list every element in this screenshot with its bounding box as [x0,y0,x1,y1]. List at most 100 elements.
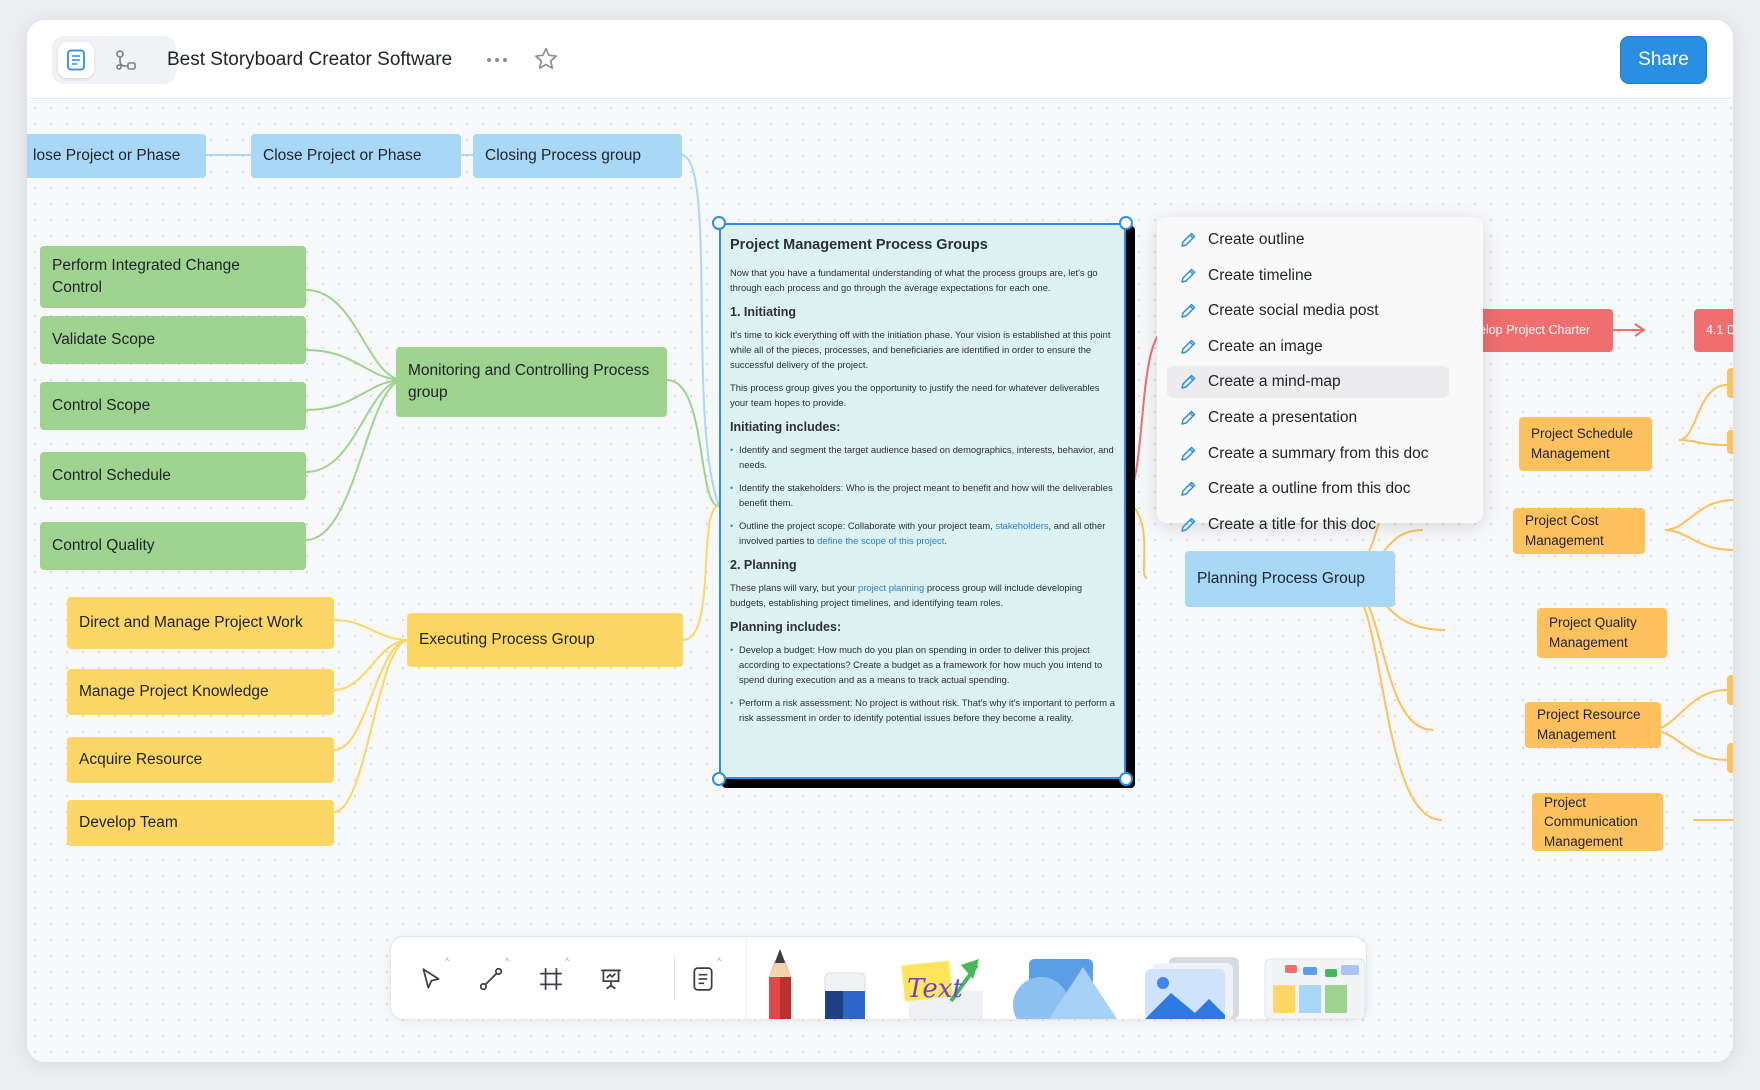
executing-group-node[interactable]: Executing Process Group [407,613,683,667]
pencil-icon [1181,303,1196,318]
menu-item-create-mind-map[interactable]: Create a mind-map [1167,366,1449,399]
menu-item-create-image[interactable]: Create an image [1167,331,1449,363]
text: These plans will vary, but your [730,582,859,593]
menu-item-create-presentation[interactable]: Create a presentation [1167,402,1449,434]
ai-actions-menu: Create outline Create timeline Create so… [1157,217,1483,533]
frame-icon [540,968,562,990]
doc-subheading: Planning includes: [730,620,842,634]
connector-icon [479,967,503,991]
node-label: Close Project or Phase [263,146,422,164]
node-label: Project Resource Management [1537,707,1641,742]
schedule-management-node[interactable]: Project Schedule Management [1519,417,1652,471]
planning-group-node[interactable]: Planning Process Group [1185,551,1395,607]
resize-handle-top-right[interactable] [1119,216,1133,230]
share-button[interactable]: Share [1620,36,1707,84]
stakeholders-link[interactable]: stakeholders [995,520,1049,531]
pencil-icon [1181,481,1196,496]
planning-subnode[interactable] [1727,675,1733,705]
node-label: Acquire Resource [79,750,203,768]
communication-management-node[interactable]: Project Communication Management [1532,793,1663,851]
develop-project-charter-node[interactable]: elop Project Charter [1467,309,1613,352]
quality-management-node[interactable]: Project Quality Management [1537,608,1667,658]
resize-handle-top-left[interactable] [712,216,726,230]
project-planning-link[interactable]: project planning [858,582,925,593]
resize-handle-bottom-right[interactable] [1119,772,1133,786]
node-label: Control Schedule [52,466,171,484]
acquire-resource-node[interactable]: Acquire Resource [67,737,334,783]
menu-item-label: Create outline [1208,231,1305,248]
node-label: Perform Integrated Change Control [52,256,240,296]
frame-tool-button[interactable]: ^ [531,957,571,999]
doc-list-item: Outline the project scope: Collaborate w… [730,518,1115,548]
monitoring-group-node[interactable]: Monitoring and Controlling Process group [396,347,667,417]
favorite-button[interactable] [532,45,560,73]
text: Outline the project scope: Collaborate w… [739,520,996,531]
define-scope-link[interactable]: define the scope of this project [817,535,945,546]
control-scope-node[interactable]: Control Scope [40,382,306,430]
develop-team-node[interactable]: Develop Team [67,800,334,846]
document-title[interactable]: Best Storyboard Creator Software [167,49,453,70]
presentation-tool-button[interactable] [591,959,631,999]
closing-group-node[interactable]: Closing Process group [473,134,682,178]
doc-title: Project Management Process Groups [730,237,988,253]
eraser-asset[interactable] [821,969,869,1019]
close-project-node-clipped[interactable]: lose Project or Phase [27,134,206,178]
initiating-next-node[interactable]: 4.1 D [1694,309,1733,352]
validate-scope-node[interactable]: Validate Scope [40,316,306,364]
menu-item-label: Create timeline [1208,266,1313,284]
control-schedule-node[interactable]: Control Schedule [40,452,306,500]
pencil-asset[interactable] [763,947,797,1019]
bottom-toolbar: ^ ^ ^ ^ [390,936,1367,1021]
node-label: Control Scope [52,396,151,414]
whiteboard-canvas[interactable]: Closing Process group Close Project or P… [27,100,1733,1062]
node-label: Project Communication Management [1544,794,1638,849]
doc-tool-button[interactable]: ^ [683,957,723,999]
menu-item-create-outline[interactable]: Create outline [1167,224,1449,256]
menu-item-create-summary[interactable]: Create a summary from this doc [1167,438,1449,470]
manage-knowledge-node[interactable]: Manage Project Knowledge [67,669,334,715]
templates-asset[interactable] [1263,957,1367,1019]
node-label: elop Project Charter [1479,323,1591,338]
menu-item-create-social-media-post[interactable]: Create social media post [1167,295,1449,327]
node-label: Develop Team [79,813,178,831]
image-asset[interactable] [1143,957,1243,1019]
pencil-icon [1181,232,1196,247]
planning-subnode[interactable] [1727,368,1733,398]
embedded-doc-card[interactable]: Project Management Process Groups Now th… [719,223,1126,779]
star-icon [534,47,558,69]
planning-subnode[interactable] [1727,430,1733,454]
perform-integrated-change-control-node[interactable]: Perform Integrated Change Control [40,246,306,308]
menu-item-create-timeline[interactable]: Create timeline [1167,260,1449,292]
node-label: Control Quality [52,536,155,554]
menu-item-label: Create a mind-map [1208,373,1341,391]
planning-subnode[interactable] [1727,743,1733,773]
pencil-icon [1181,339,1196,354]
whiteboard-view-button[interactable] [108,42,144,78]
control-quality-node[interactable]: Control Quality [40,522,306,570]
cost-management-node[interactable]: Project Cost Management [1513,508,1645,554]
node-label: Manage Project Knowledge [79,682,269,700]
menu-item-create-title[interactable]: Create a title for this doc [1167,509,1449,541]
more-options-button[interactable] [484,47,510,73]
close-project-node[interactable]: Close Project or Phase [251,134,461,178]
resize-handle-bottom-left[interactable] [712,772,726,786]
doc-list-item: Develop a budget: How much do you plan o… [730,642,1115,687]
menu-item-create-outline-from-doc[interactable]: Create a outline from this doc [1167,473,1449,505]
view-mode-switch [52,36,176,84]
caret-icon: ^ [565,957,569,966]
caret-icon: ^ [717,957,721,966]
resource-management-node[interactable]: Project Resource Management [1525,702,1661,748]
node-label: lose Project or Phase [33,146,181,164]
doc-view-button[interactable] [58,42,94,78]
node-label: Direct and Manage Project Work [79,613,303,631]
pencil-icon [1181,268,1196,283]
caret-icon: ^ [505,957,509,966]
document-icon [67,49,85,71]
direct-and-manage-node[interactable]: Direct and Manage Project Work [67,597,334,649]
text-sticker-asset[interactable]: Text [899,957,985,1019]
select-tool-button[interactable]: ^ [411,957,451,999]
node-label: Executing Process Group [419,630,595,648]
flow-icon [116,50,136,70]
connector-tool-button[interactable]: ^ [471,957,511,999]
shapes-asset[interactable] [1011,957,1123,1019]
